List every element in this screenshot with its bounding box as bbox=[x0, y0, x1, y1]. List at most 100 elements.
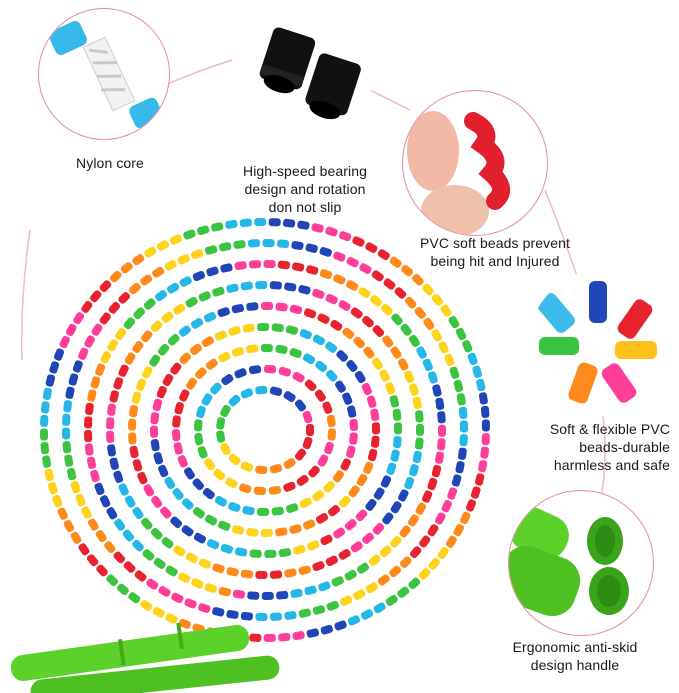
rope-bead bbox=[78, 543, 90, 556]
rope-bead bbox=[455, 461, 465, 474]
rope-bead bbox=[167, 282, 180, 294]
rope-bead bbox=[350, 541, 363, 553]
rope-bead bbox=[438, 341, 449, 354]
rope-bead bbox=[107, 339, 119, 352]
rope-bead bbox=[356, 562, 370, 574]
rope-bead bbox=[389, 565, 402, 578]
rope-bead bbox=[120, 262, 133, 274]
rope-bead bbox=[373, 487, 385, 500]
rope-bead bbox=[326, 600, 339, 611]
rope-bead bbox=[109, 390, 119, 403]
rope-bead bbox=[123, 561, 136, 573]
rope-bead bbox=[158, 586, 171, 597]
rope-bead bbox=[129, 405, 138, 418]
rope-bead bbox=[379, 545, 392, 558]
rope-bead bbox=[204, 458, 216, 471]
rope-bead bbox=[95, 363, 106, 376]
rope-bead bbox=[448, 316, 460, 329]
rope-bead bbox=[260, 343, 273, 353]
rope-bead bbox=[220, 442, 231, 456]
rope-bead bbox=[285, 503, 299, 513]
rope-bead bbox=[118, 483, 129, 496]
rope-bead bbox=[381, 303, 393, 316]
rope-bead bbox=[96, 564, 108, 577]
rope-bead bbox=[81, 506, 92, 519]
rope-bead bbox=[212, 607, 225, 617]
rope-bead bbox=[407, 514, 419, 527]
rope-bead bbox=[153, 452, 164, 465]
rope-bead bbox=[306, 628, 319, 638]
rope-bead bbox=[325, 555, 338, 567]
rope-bead bbox=[348, 485, 360, 498]
rope-bead bbox=[458, 447, 467, 460]
rope-bead bbox=[283, 481, 296, 492]
rope-bead bbox=[193, 532, 207, 544]
rope-bead bbox=[335, 380, 346, 393]
rope-bead bbox=[218, 520, 231, 531]
rope-bead bbox=[350, 307, 363, 319]
rope-bead bbox=[240, 281, 253, 291]
bearing-label: High-speed bearing design and rotation d… bbox=[243, 163, 367, 215]
rope-bead bbox=[132, 459, 143, 472]
rope-bead bbox=[263, 633, 276, 643]
rope-bead bbox=[201, 336, 215, 348]
rope-bead bbox=[435, 512, 446, 525]
rope-bead bbox=[278, 632, 291, 642]
rope-bead bbox=[285, 325, 299, 335]
rope-bead bbox=[202, 487, 215, 500]
rope-bead bbox=[383, 278, 396, 290]
rope-bead bbox=[65, 323, 77, 337]
rope-bead bbox=[318, 581, 331, 592]
rope-bead bbox=[275, 527, 288, 537]
rope-bead bbox=[292, 262, 305, 272]
rope-bead bbox=[389, 395, 400, 408]
rope-bead bbox=[418, 568, 431, 580]
rope-bead bbox=[408, 334, 420, 347]
rope-bead bbox=[419, 535, 431, 548]
rope-bead bbox=[48, 482, 58, 495]
soft-beads-label: Soft & flexible PVC beads-durable harmle… bbox=[549, 421, 670, 473]
green-handles-icon bbox=[509, 506, 629, 617]
rope-bead bbox=[447, 487, 458, 500]
rope-bead bbox=[178, 572, 191, 583]
rope-bead bbox=[190, 343, 202, 355]
rope-bead bbox=[373, 602, 386, 614]
rope-bead bbox=[75, 493, 86, 507]
rope-bead bbox=[179, 389, 190, 402]
rope-bead bbox=[107, 403, 116, 416]
rope-bead bbox=[206, 539, 220, 550]
rope-bead bbox=[170, 516, 183, 529]
rope-bead bbox=[478, 460, 488, 473]
rope-bead bbox=[239, 483, 252, 494]
rope-bead bbox=[160, 506, 172, 519]
rope-bead bbox=[459, 420, 469, 433]
pvc-beads-label: PVC soft beads prevent being hit and Inj… bbox=[419, 235, 571, 269]
rope-bead bbox=[409, 383, 419, 396]
rope-bead bbox=[198, 558, 212, 569]
rope-bead bbox=[326, 414, 336, 428]
rope-bead bbox=[480, 446, 490, 459]
rope-bead bbox=[334, 620, 347, 631]
rope-bead bbox=[165, 565, 178, 577]
rope-bead bbox=[225, 477, 238, 489]
rope-bead bbox=[204, 514, 218, 526]
rope-bead bbox=[460, 511, 471, 525]
rope-bead bbox=[269, 612, 283, 621]
rope-bead bbox=[99, 495, 111, 508]
rope-bead bbox=[220, 543, 234, 554]
rope-bead bbox=[143, 484, 155, 497]
rope-bead bbox=[474, 473, 485, 486]
rope-bead bbox=[269, 281, 282, 290]
rope-bead bbox=[173, 303, 186, 315]
rope-bead bbox=[394, 287, 407, 299]
rope-bead bbox=[164, 476, 176, 490]
rope-bead bbox=[178, 618, 192, 629]
rope-bead bbox=[173, 545, 186, 557]
rope-bead bbox=[312, 561, 325, 572]
rope-bead bbox=[325, 226, 338, 237]
rope-bead bbox=[462, 340, 473, 353]
rope-bead bbox=[113, 377, 124, 390]
rope-bead bbox=[218, 351, 231, 363]
rope-bead bbox=[271, 323, 284, 333]
rope-bead bbox=[186, 377, 198, 390]
